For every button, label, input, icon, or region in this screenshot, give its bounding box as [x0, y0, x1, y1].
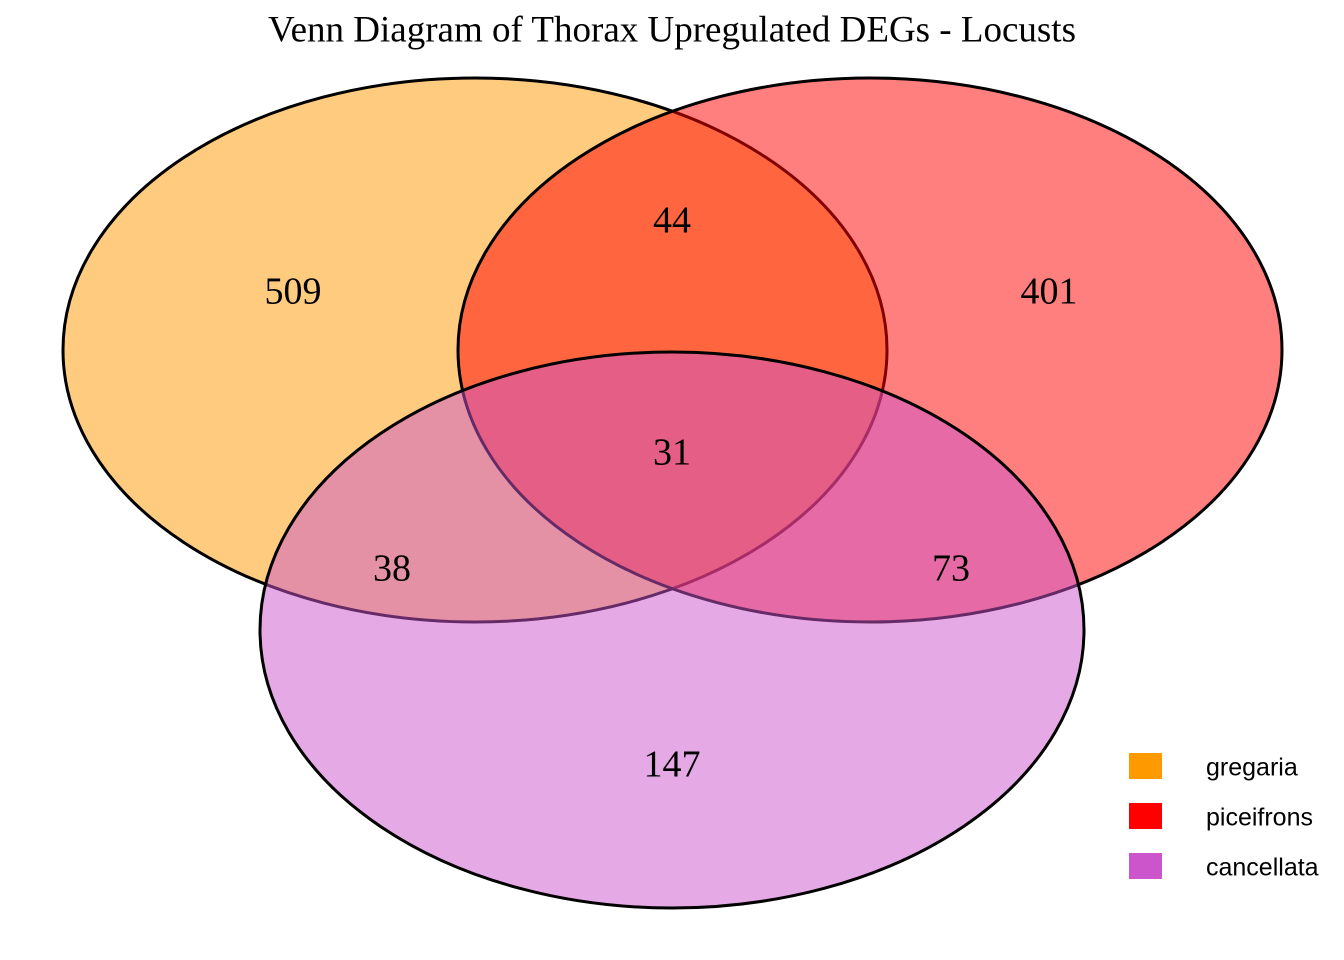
legend: gregaria piceifrons cancellata — [1129, 753, 1319, 882]
legend-swatch-piceifrons — [1129, 803, 1162, 829]
region-count-cancellata-only: 147 — [644, 744, 701, 786]
legend-label-piceifrons: piceifrons — [1206, 804, 1313, 832]
region-count-piceifrons-only: 401 — [1021, 271, 1078, 313]
region-count-piceifrons-cancellata: 73 — [932, 548, 970, 590]
region-count-triple-intersection: 31 — [653, 432, 691, 474]
legend-swatch-gregaria — [1129, 753, 1162, 779]
legend-label-cancellata: cancellata — [1206, 854, 1319, 882]
region-count-gregaria-piceifrons: 44 — [653, 200, 691, 242]
venn-region-counts: 509 401 44 31 38 73 147 — [265, 200, 1078, 786]
legend-item-cancellata[interactable]: cancellata — [1129, 853, 1319, 882]
legend-item-gregaria[interactable]: gregaria — [1129, 753, 1298, 782]
legend-label-gregaria: gregaria — [1206, 754, 1298, 782]
legend-item-piceifrons[interactable]: piceifrons — [1129, 803, 1313, 832]
venn-ellipses — [61, 76, 1284, 910]
region-count-gregaria-only: 509 — [265, 271, 322, 313]
legend-swatch-cancellata — [1129, 853, 1162, 879]
ellipse-cancellata[interactable] — [258, 350, 1086, 910]
page-title: Venn Diagram of Thorax Upregulated DEGs … — [268, 9, 1076, 50]
region-count-gregaria-cancellata: 38 — [373, 548, 411, 590]
